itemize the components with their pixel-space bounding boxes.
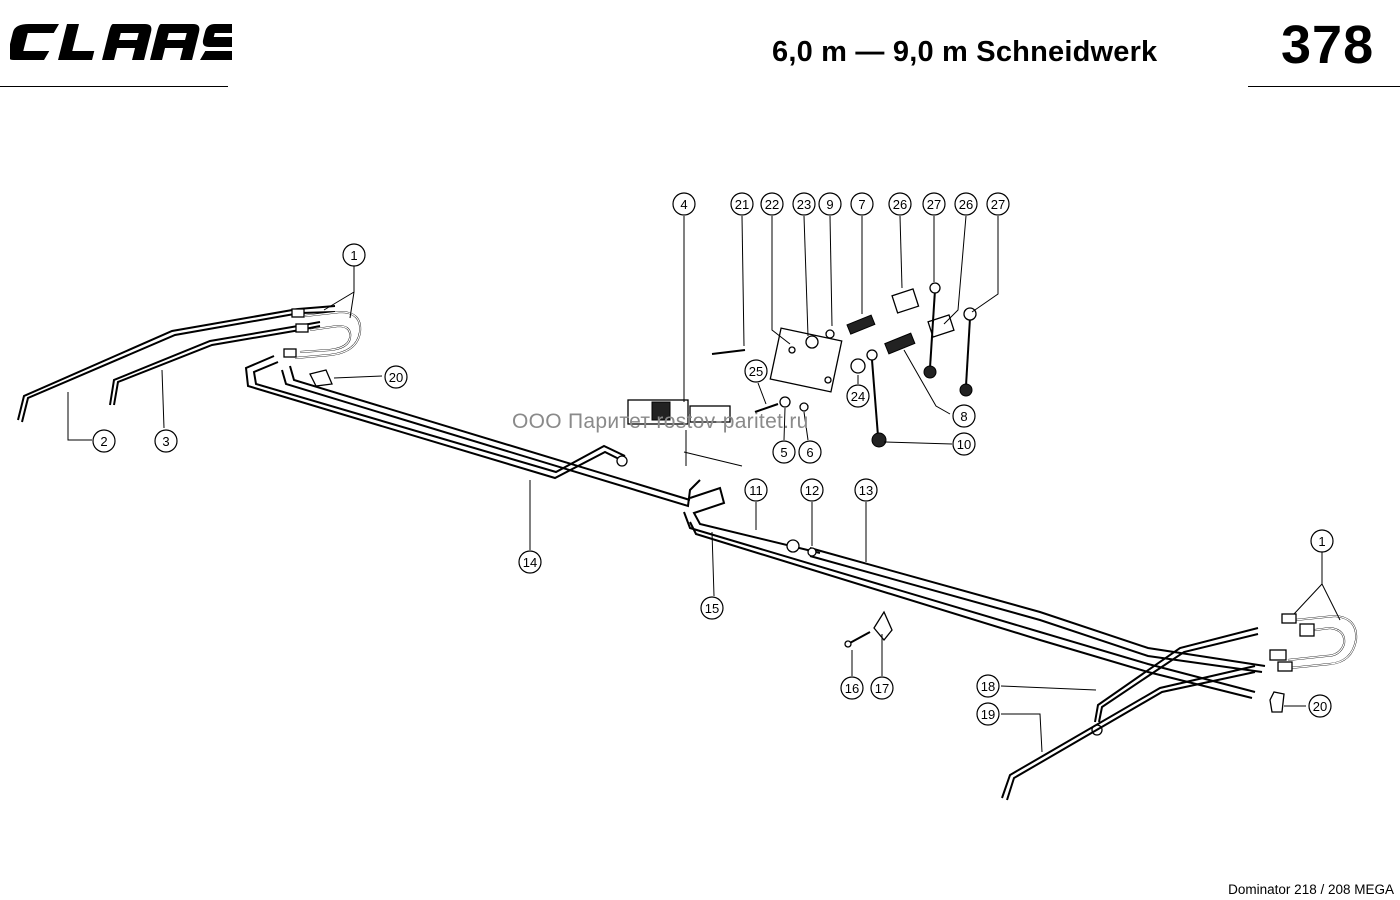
callout-label: 15 (705, 601, 719, 616)
callout-8: 8 (952, 404, 976, 428)
callout-label: 17 (875, 681, 889, 696)
callout-27: 27 (986, 192, 1010, 216)
callout-label: 14 (523, 555, 537, 570)
page-number: 378 (1281, 15, 1375, 75)
model-footer: Dominator 218 / 208 MEGA (1228, 882, 1394, 897)
clamp-17 (873, 610, 893, 642)
callout-label: 2 (100, 434, 107, 449)
callout-10: 10 (952, 432, 976, 456)
header-rule-right (1248, 86, 1400, 87)
main-pipe-long (281, 365, 1266, 699)
callout-label: 8 (960, 409, 967, 424)
callout-11: 11 (744, 478, 768, 502)
page-title: 6,0 m — 9,0 m Schneidwerk (772, 36, 1158, 68)
callout-19: 19 (976, 702, 1000, 726)
callout-label: 10 (957, 437, 971, 452)
pipe-2 (17, 305, 336, 423)
callout-label: 4 (680, 197, 687, 212)
callout-label: 9 (826, 197, 833, 212)
callout-label: 1 (350, 248, 357, 263)
callout-2: 2 (92, 429, 116, 453)
callout-label: 27 (927, 197, 941, 212)
callout-12: 12 (800, 478, 824, 502)
callout-1: 1 (1310, 529, 1334, 553)
callout-13: 13 (854, 478, 878, 502)
fitting-8 (884, 332, 916, 355)
callout-24: 24 (846, 384, 870, 408)
callout-label: 7 (858, 197, 865, 212)
callout-label: 25 (749, 364, 763, 379)
hose-1-left (283, 308, 362, 359)
callout-27: 27 (922, 192, 946, 216)
callout-14: 14 (518, 550, 542, 574)
callout-label: 1 (1318, 534, 1325, 549)
callout-22: 22 (760, 192, 784, 216)
leader-lines (67, 215, 1341, 753)
pipe-10 (866, 349, 887, 448)
fitting-26-a (891, 288, 920, 314)
callout-21: 21 (730, 192, 754, 216)
callout-label: 6 (806, 445, 813, 460)
callout-26: 26 (954, 192, 978, 216)
callout-7: 7 (850, 192, 874, 216)
callout-label: 11 (749, 483, 763, 498)
pipe-clamp-11 (786, 539, 800, 553)
callout-label: 23 (797, 197, 811, 212)
callout-20: 20 (1308, 694, 1332, 718)
bolt-16 (844, 631, 871, 648)
callout-label: 5 (780, 445, 787, 460)
callout-label: 20 (1313, 699, 1327, 714)
fitting-7 (846, 314, 876, 335)
hose-1-right (1269, 613, 1358, 672)
callout-1: 1 (342, 243, 366, 267)
callout-label: 13 (859, 483, 873, 498)
callout-label: 19 (981, 707, 995, 722)
callout-label: 26 (893, 197, 907, 212)
banjo-27-b (959, 307, 977, 397)
callout-label: 24 (851, 389, 865, 404)
callout-20: 20 (384, 365, 408, 389)
callout-label: 20 (389, 370, 403, 385)
callout-label: 3 (162, 434, 169, 449)
valve-block (627, 327, 866, 467)
callout-6: 6 (798, 440, 822, 464)
pipe-fitting-14 (616, 455, 628, 467)
callout-9: 9 (818, 192, 842, 216)
callout-3: 3 (154, 429, 178, 453)
callout-15: 15 (700, 596, 724, 620)
claas-logo (7, 20, 250, 69)
callout-label: 21 (735, 197, 749, 212)
clip-20-left (309, 369, 333, 387)
header-rule-left (0, 86, 228, 87)
callout-23: 23 (792, 192, 816, 216)
callout-label: 12 (805, 483, 819, 498)
callout-16: 16 (840, 676, 864, 700)
callout-label: 27 (991, 197, 1005, 212)
callout-label: 26 (959, 197, 973, 212)
main-pipe-upper (244, 355, 626, 480)
watermark-text: ООО Паритет rostov-paritet.ru (512, 410, 809, 433)
pipe-19 (1001, 665, 1256, 801)
callout-label: 18 (981, 679, 995, 694)
callout-18: 18 (976, 674, 1000, 698)
callout-5: 5 (772, 440, 796, 464)
banjo-27-a (923, 282, 941, 379)
clip-20-right (1269, 691, 1285, 713)
callout-label: 22 (765, 197, 779, 212)
callout-label: 16 (845, 681, 859, 696)
callout-26: 26 (888, 192, 912, 216)
callout-17: 17 (870, 676, 894, 700)
pipe-clamp-12 (807, 547, 817, 557)
callout-25: 25 (744, 359, 768, 383)
callout-4: 4 (672, 192, 696, 216)
